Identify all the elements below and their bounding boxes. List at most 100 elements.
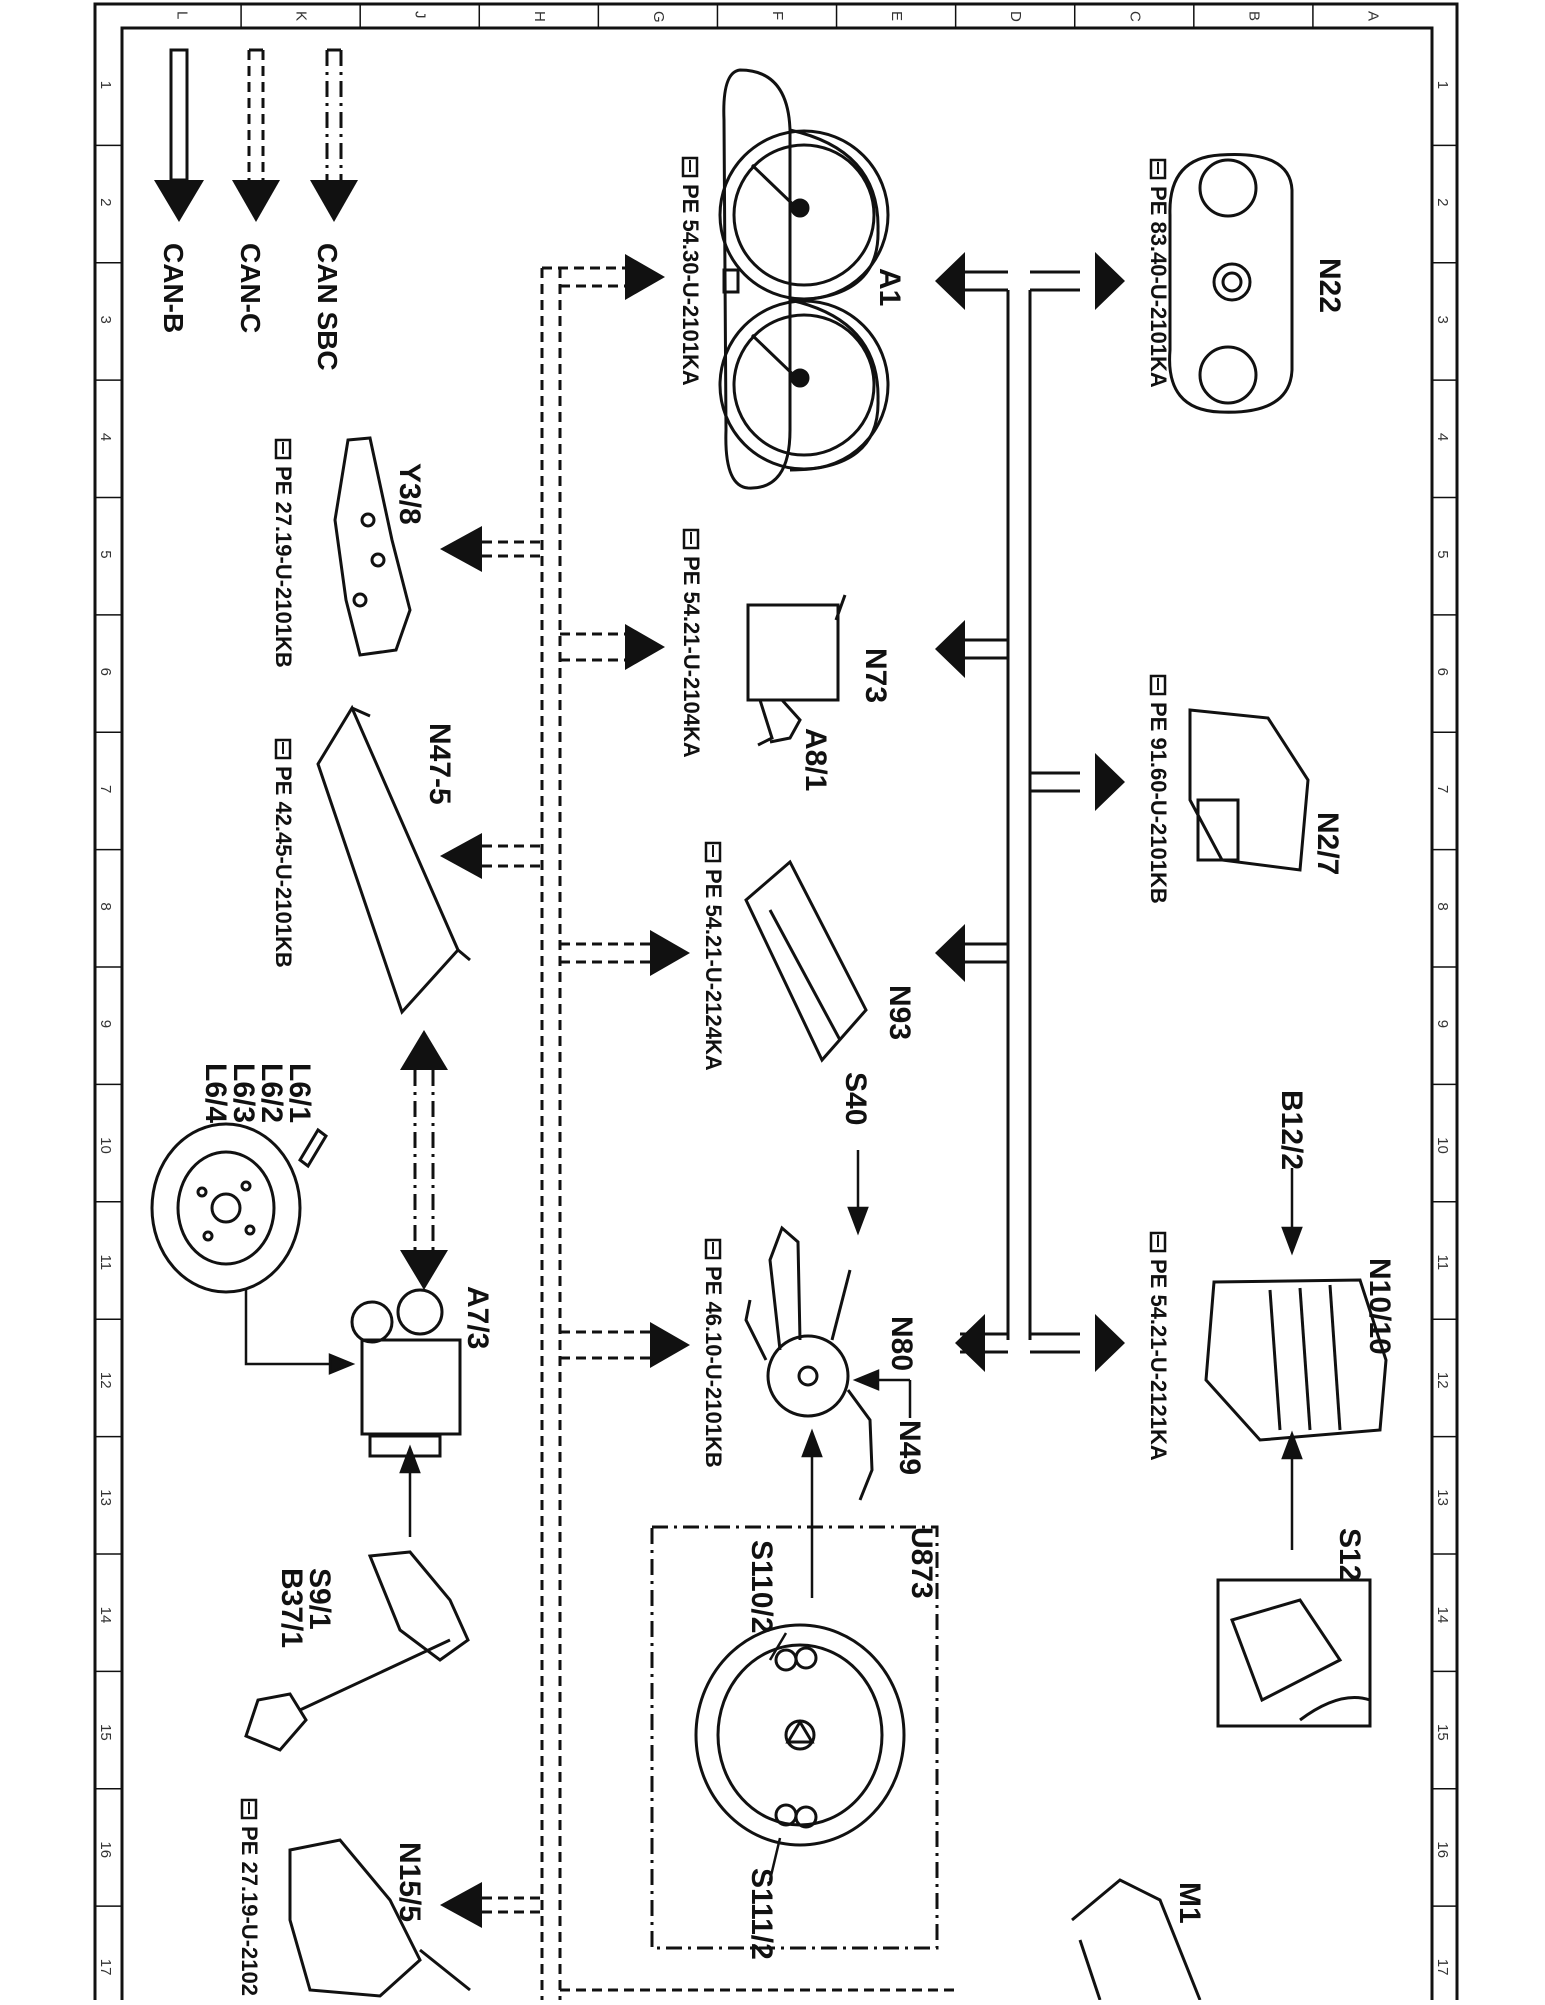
label-n80: N80: [885, 1316, 918, 1371]
signal-arrows: [244, 1150, 1303, 1881]
svg-text:PE 83.40-U-2101KA: PE 83.40-U-2101KA: [1146, 186, 1171, 388]
grid-number: 1: [97, 81, 114, 89]
pointing-hand-icon: [704, 1238, 722, 1260]
label-l6-4: L6/4: [199, 1063, 232, 1123]
pointing-hand-icon: [681, 156, 699, 178]
svg-text:PE 91.60-U-2101KB: PE 91.60-U-2101KB: [1146, 702, 1171, 904]
pointing-hand-icon: [1149, 158, 1167, 180]
grid-letter: E: [888, 11, 905, 21]
ref-n10-10: PE 54.21-U-2121KA: [1146, 1231, 1171, 1461]
label-u873: U873: [905, 1527, 938, 1599]
legend-can-sbc-label: CAN SBC: [312, 243, 343, 371]
label-a8-1: A8/1: [799, 728, 832, 791]
grid-number: 16: [1434, 1841, 1451, 1858]
label-s9-1: S9/1: [303, 1568, 336, 1630]
label-n49: N49: [893, 1420, 926, 1475]
ref-n73: PE 54.21-U-2104KA: [679, 528, 704, 758]
grid-number: 9: [97, 1020, 114, 1028]
label-n10-10: N10/10: [1363, 1258, 1396, 1355]
label-n2-7: N2/7: [1311, 812, 1344, 875]
u873-module-boundary: [650, 1525, 939, 1950]
n15-5-shift-module-drawing: [288, 1838, 471, 1998]
grid-number: 15: [1434, 1724, 1451, 1741]
ref-y3-8: PE 27.19-U-2101KB: [271, 438, 296, 668]
instrument-cluster-drawing: [718, 68, 890, 490]
can-b-bus: [960, 270, 1080, 1354]
a7-3-sbc-unit-drawing: [350, 1288, 462, 1458]
svg-text:PE 42.45-U-2101KB: PE 42.45-U-2101KB: [271, 766, 296, 968]
label-l6-1: L6/1: [283, 1063, 316, 1123]
grid-letter: H: [531, 11, 548, 22]
label-b12-2: B12/2: [1275, 1090, 1308, 1170]
grid-number: 11: [1434, 1255, 1451, 1271]
reference-labels: PE 54.30-U-2101KA PE 83.40-U-2101KA PE 5…: [237, 156, 1171, 1996]
grid-number: 7: [97, 785, 114, 793]
n47-5-esp-unit-drawing: [316, 704, 471, 1015]
n22-control-panel-drawing: [1168, 152, 1294, 414]
ref-n15-5: PE 27.19-U-2102: [237, 1798, 262, 1996]
label-n47-5: N47-5: [423, 723, 456, 805]
label-n22: N22: [1313, 258, 1346, 313]
label-l6-2: L6/2: [255, 1063, 288, 1123]
ref-n80: PE 46.10-U-2101KB: [701, 1238, 726, 1468]
grid-number: 13: [97, 1489, 114, 1506]
m1-starter-drawing: [1071, 1878, 1202, 2001]
grid-number: 2: [97, 198, 114, 206]
label-s40: S40: [839, 1072, 872, 1125]
n80-steering-column-module-drawing: [744, 1225, 874, 1501]
grid-number: 6: [1434, 668, 1451, 676]
ref-a1: PE 54.30-U-2101KA: [678, 156, 703, 386]
grid-number: 14: [97, 1607, 114, 1624]
grid-number: 7: [1434, 785, 1451, 793]
svg-text:PE 54.21-U-2121KA: PE 54.21-U-2121KA: [1146, 1259, 1171, 1461]
component-labels: A1 N22 N73 A8/1 N2/7 N93 N10/10 B12/2 S4…: [199, 258, 1396, 1960]
grid-number: 16: [97, 1841, 114, 1858]
steering-wheel-drawing: [694, 1623, 906, 1847]
grid-number: 4: [1434, 433, 1451, 441]
grid-number: 15: [97, 1724, 114, 1741]
grid-number: 5: [1434, 550, 1451, 558]
grid-number: 8: [1434, 902, 1451, 910]
grid-number: 12: [97, 1372, 114, 1389]
svg-text:PE 54.30-U-2101KA: PE 54.30-U-2101KA: [678, 184, 703, 386]
brake-disc-drawing: [150, 1122, 328, 1294]
s12-switch-drawing: [1216, 1578, 1372, 1728]
legend-can-c-arrow: [232, 48, 280, 222]
label-a7-3: A7/3: [461, 1286, 494, 1349]
label-s111-2: S111/2: [745, 1868, 778, 1960]
legend: CAN SBC CAN-C CAN-B: [154, 48, 358, 371]
grid-number: 3: [97, 315, 114, 323]
n93-gateway-drawing: [744, 859, 868, 1063]
grid-letter: L: [174, 11, 191, 19]
n73-ignition-switch-drawing: [746, 594, 847, 747]
label-s110-2: S110/2: [745, 1540, 778, 1633]
label-s12: S12: [1333, 1528, 1366, 1581]
label-b37-1: B37/1: [275, 1568, 308, 1648]
grid-letter: K: [293, 11, 310, 21]
grid-letter: J: [412, 11, 429, 19]
pointing-hand-icon: [1149, 674, 1167, 696]
grid-number: 2: [1434, 198, 1451, 206]
svg-text:PE 27.19-U-2102: PE 27.19-U-2102: [237, 1826, 262, 1996]
label-l6-3: L6/3: [227, 1063, 260, 1123]
label-n93: N93: [883, 985, 916, 1040]
label-n73: N73: [859, 648, 892, 703]
grid-letter: C: [1126, 11, 1143, 22]
can-c-bus: [482, 266, 960, 2000]
grid-number: 9: [1434, 1020, 1451, 1028]
pointing-hand-icon: [274, 738, 292, 760]
legend-can-b-label: CAN-B: [158, 243, 189, 333]
can-c-arrowheads: [440, 254, 690, 1928]
ref-n93: PE 54.21-U-2124KA: [701, 841, 726, 1071]
svg-text:PE 54.21-U-2104KA: PE 54.21-U-2104KA: [679, 556, 704, 758]
can-sbc-link: [400, 1030, 448, 1290]
legend-can-c-label: CAN-C: [235, 243, 266, 333]
pointing-hand-icon: [1149, 1231, 1167, 1253]
label-m1: M1: [1173, 1882, 1206, 1924]
svg-text:PE 54.21-U-2124KA: PE 54.21-U-2124KA: [701, 869, 726, 1071]
grid-number: 8: [97, 902, 114, 910]
ref-n2-7: PE 91.60-U-2101KB: [1146, 674, 1171, 904]
